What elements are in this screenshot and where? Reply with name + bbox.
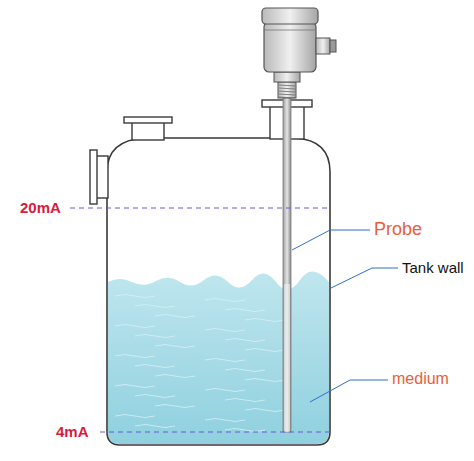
cable-gland [330,40,336,52]
housing [264,22,316,72]
part-label: Probe [374,220,422,238]
nozzle [132,122,164,140]
level-line [70,208,330,209]
part-label: Tank wall [402,260,464,275]
level-label: 20mA [20,200,61,215]
housing-cap [262,8,318,24]
part-label: medium [392,371,449,387]
hex-nut [274,72,300,82]
flange [90,150,97,204]
leader-line [292,230,370,250]
probe-rod [283,96,291,432]
thread-fitting [278,82,296,98]
leader-line [331,268,398,288]
nozzle [96,156,108,198]
tank-wall [107,138,330,445]
leader-line [310,380,388,402]
probe-submerged [284,284,290,432]
cable-gland [316,38,330,54]
flange [124,117,172,123]
level-line [100,432,330,433]
level-label: 4mA [56,424,89,439]
liquid [108,271,329,444]
